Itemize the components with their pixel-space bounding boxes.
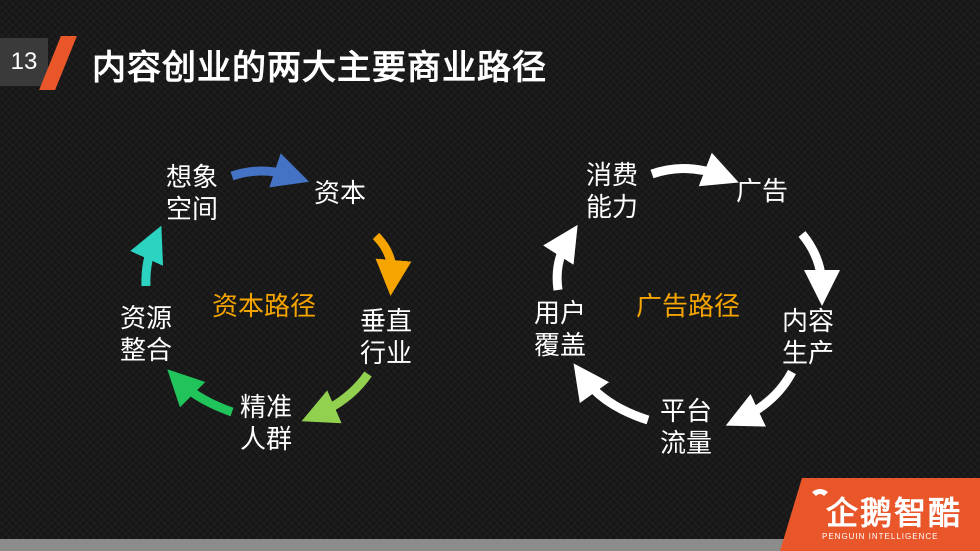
- logo-background: [780, 478, 980, 551]
- logo-subtitle: PENGUIN INTELLIGENCE: [822, 532, 939, 541]
- node-content-production: 内容 生产: [782, 307, 835, 369]
- node-resource-integration: 资源 整合: [120, 304, 173, 366]
- logo-name: 企鹅智酷: [826, 494, 963, 532]
- arrow-vertical-to-target: [301, 371, 372, 424]
- node-user-coverage: 用户 覆盖: [534, 299, 587, 361]
- node-platform-traffic: 平台 流量: [660, 397, 713, 459]
- penguin-logo-icon: [812, 489, 828, 496]
- node-precise-audience: 精准 人群: [240, 393, 293, 455]
- arrow-capital-to-vertical: [372, 232, 412, 296]
- node-consumption-ability: 消费 能力: [586, 161, 639, 223]
- left-center-label: 资本路径: [212, 292, 317, 322]
- arrow-ads-to-content: [798, 231, 840, 306]
- arrow-imagination-to-capital: [230, 153, 310, 188]
- page-number: 13: [0, 38, 48, 86]
- arrow-consumption-to-ads: [650, 152, 739, 187]
- node-vertical-industry: 垂直 行业: [360, 307, 413, 369]
- arrow-target-to-integration: [167, 369, 234, 417]
- arrow-integration-to-imagination: [130, 225, 164, 287]
- bottom-bar: [0, 539, 980, 551]
- right-center-label: 广告路径: [636, 292, 741, 322]
- arrow-traffic-to-coverage: [573, 363, 650, 425]
- arrow-coverage-to-consumption: [543, 224, 578, 291]
- node-imagination-space: 想象 空间: [166, 163, 219, 225]
- node-advertising: 广告: [736, 177, 789, 207]
- page-title: 内容创业的两大主要商业路径: [92, 48, 547, 88]
- arrow-content-to-traffic: [725, 369, 796, 427]
- node-capital: 资本: [314, 179, 367, 209]
